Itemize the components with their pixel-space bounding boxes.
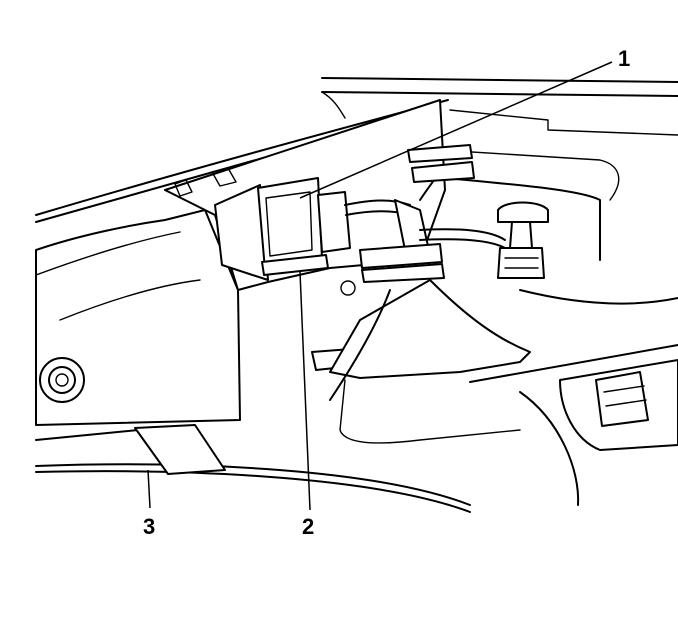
- callout-2: 2: [302, 514, 314, 539]
- leader-lines: [147, 61, 613, 511]
- wiring-harness: [344, 164, 506, 256]
- callout-1: 1: [618, 46, 630, 71]
- trim-panel: [35, 99, 471, 513]
- callout-3: 3: [143, 514, 155, 539]
- trim-fastener: [39, 357, 85, 403]
- upper-body-structure: [321, 77, 678, 261]
- lower-bracket-arm: [329, 279, 531, 444]
- module-housing: [214, 177, 351, 281]
- trim-tab: [134, 424, 226, 475]
- lower-right-structure: [469, 289, 678, 506]
- mounting-stud: [497, 201, 549, 279]
